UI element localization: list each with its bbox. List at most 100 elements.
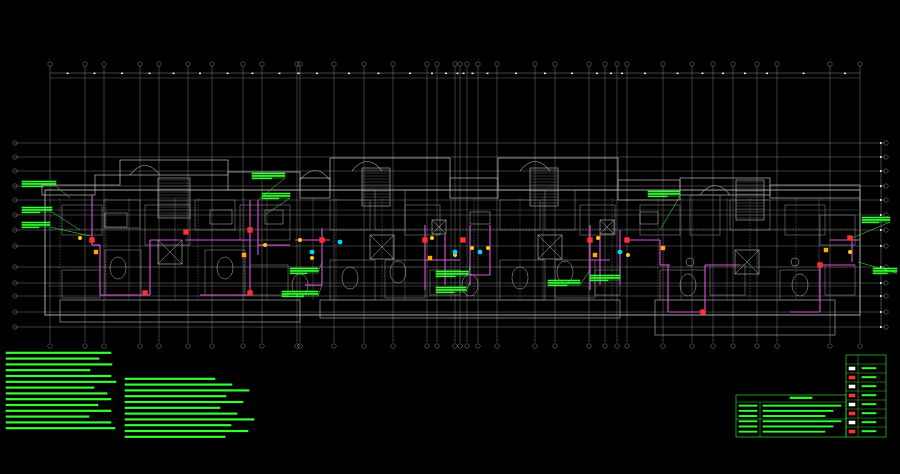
- fire-hydrant-box: [587, 237, 593, 243]
- grid-axis-bubble: [857, 61, 863, 67]
- extinguisher-box: [823, 247, 829, 253]
- legend-symbol: [848, 393, 856, 398]
- grid-axis-bubble: [12, 197, 18, 203]
- annotation-text-line: [589, 274, 621, 277]
- grid-axis-bubble: [424, 61, 430, 67]
- furniture-table: [209, 209, 233, 225]
- building-outline-segment: [679, 177, 771, 196]
- grid-axis-bubble: [827, 61, 833, 67]
- annotation-text-line: [435, 270, 469, 273]
- annotation-text-line: [281, 293, 319, 295]
- grid-axis-bubble: [883, 168, 889, 174]
- annotation-text-line: [872, 272, 888, 275]
- grid-axis-bubble: [552, 61, 558, 67]
- grid-axis-bubble: [12, 293, 18, 299]
- annotation-text-line: [21, 226, 40, 229]
- sanitary-fixture: [109, 256, 127, 280]
- grid-axis-bubble: [730, 343, 736, 349]
- room: [329, 199, 371, 231]
- elevator-cross: [157, 239, 183, 265]
- grid-axis-bubble: [47, 343, 53, 349]
- grid-axis-bubble: [12, 154, 18, 160]
- elevator-shaft: [599, 219, 615, 235]
- dimension-tick: [148, 72, 151, 75]
- grid-axis-bubble: [331, 61, 337, 67]
- dimension-tick: [377, 72, 380, 75]
- legend-symbol: [848, 384, 856, 389]
- annotation-text-line: [261, 195, 291, 197]
- furniture-table: [639, 211, 659, 225]
- grid-axis-bubble: [259, 61, 265, 67]
- annotation-text-line: [281, 295, 304, 298]
- bay-window: [519, 161, 551, 172]
- annotation-text-line: [589, 277, 621, 279]
- title-block-text: [762, 420, 842, 423]
- sprinkler-valve: [310, 256, 314, 260]
- elevator-shaft: [537, 234, 563, 260]
- note-text-line: [124, 418, 255, 421]
- note-text-line: [124, 435, 226, 438]
- grid-axis-bubble: [434, 61, 440, 67]
- sanitary-fixture: [341, 266, 359, 290]
- alarm-device: [477, 249, 483, 255]
- grid-axis-bubble: [12, 183, 18, 189]
- dimension-tick: [445, 72, 447, 75]
- room: [579, 204, 616, 236]
- grid-axis-bubble: [774, 343, 780, 349]
- grid-axis-bubble: [710, 61, 716, 67]
- room: [194, 199, 236, 231]
- fire-hydrant-box: [422, 237, 428, 243]
- grid-axis-bubble: [754, 343, 760, 349]
- dimension-tick: [251, 72, 254, 75]
- fire-hydrant-box: [319, 237, 325, 243]
- title-block-heading: [789, 396, 813, 399]
- grid-axis-bubble: [452, 343, 458, 349]
- note-text-line: [124, 412, 238, 415]
- annotation-text-line: [251, 172, 286, 175]
- note-text-line: [124, 395, 227, 398]
- annotation-text-line: [861, 216, 891, 219]
- balcony-outline: [59, 299, 301, 323]
- dimension-tick: [278, 72, 281, 75]
- grid-axis-bubble: [331, 343, 337, 349]
- dimension-tick: [431, 72, 433, 75]
- legend-symbol: [848, 429, 856, 434]
- title-block-label: [738, 430, 758, 433]
- annotation-text-line: [647, 193, 681, 195]
- grid-axis-bubble: [552, 343, 558, 349]
- dimension-tick: [462, 72, 465, 75]
- title-block-text: [762, 425, 834, 428]
- elevator-cross: [369, 234, 395, 260]
- annotation-text-line: [21, 209, 53, 211]
- legend-label: [861, 421, 877, 424]
- grid-axis-bubble: [101, 343, 107, 349]
- annotation-leader: [22, 226, 91, 237]
- grid-axis-bubble: [464, 61, 470, 67]
- building-outer-wall: [44, 189, 861, 316]
- dimension-tick: [409, 72, 411, 75]
- annotation-text-line: [547, 284, 568, 287]
- building-outline-segment: [227, 171, 301, 191]
- dimension-tick: [766, 72, 768, 75]
- dimension-tick: [471, 72, 474, 75]
- dimension-tick: [621, 72, 623, 75]
- grid-axis-bubble: [297, 61, 303, 67]
- dimension-tick: [121, 72, 123, 75]
- annotation-text-line: [435, 286, 467, 289]
- annotation-text-line: [21, 183, 57, 185]
- grid-axis-bubble: [101, 61, 107, 67]
- note-text-line: [5, 409, 112, 412]
- room: [249, 264, 289, 296]
- sprinkler-valve: [78, 236, 82, 240]
- annotation-text-line: [21, 211, 41, 214]
- extinguisher-box: [241, 252, 247, 258]
- dimension-tick: [226, 72, 229, 75]
- annotation-text-line: [251, 177, 273, 180]
- annotation-text-line: [289, 267, 319, 270]
- sprinkler-valve: [298, 238, 302, 242]
- legend-frame: [845, 354, 887, 438]
- annotation-text-line: [21, 185, 43, 188]
- room: [689, 194, 721, 236]
- alarm-device: [617, 249, 623, 255]
